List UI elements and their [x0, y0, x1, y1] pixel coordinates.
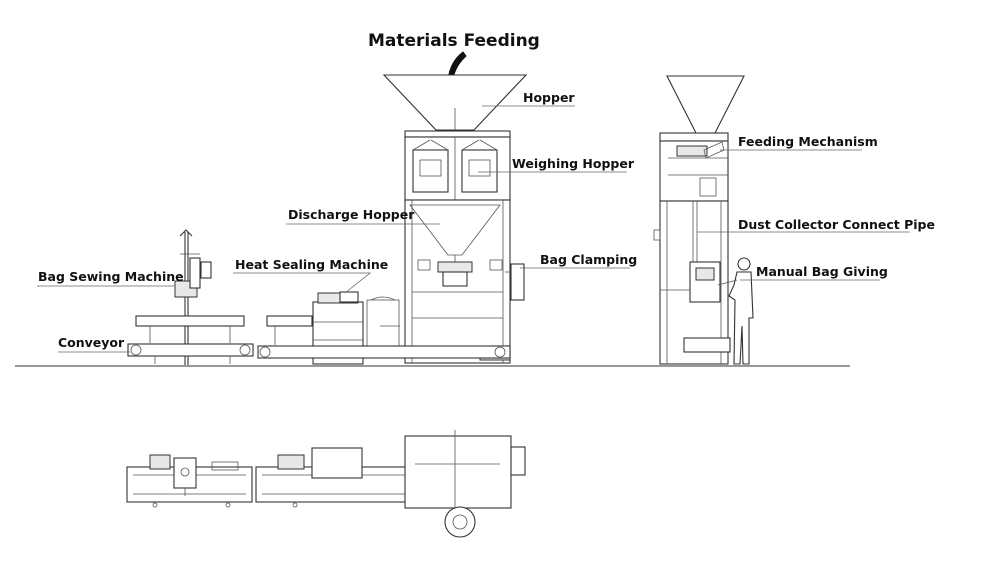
hopper-shape	[382, 74, 528, 131]
discharge-hopper-shape	[409, 204, 501, 256]
side-hopper-shape	[666, 75, 745, 134]
diagram-title: Materials Feeding	[368, 31, 540, 51]
label-discharge-hopper: Discharge Hopper	[288, 207, 415, 222]
label-manual-bag-giving: Manual Bag Giving	[756, 264, 888, 279]
weighing-hopper-shape	[412, 139, 498, 193]
plan-view	[126, 430, 526, 538]
label-weighing-hopper: Weighing Hopper	[512, 156, 635, 171]
operator-figure	[717, 257, 754, 365]
label-bag-sewing-machine: Bag Sewing Machine	[38, 269, 184, 284]
label-conveyor: Conveyor	[58, 335, 125, 350]
bag-clamping-shape	[417, 259, 525, 301]
conveyor-right	[257, 315, 511, 359]
label-hopper: Hopper	[523, 90, 575, 105]
conveyor-left	[127, 315, 254, 364]
bag-sewing-machine-shape	[174, 229, 212, 365]
label-bag-clamping: Bag Clamping	[540, 252, 637, 267]
label-heat-sealing-machine: Heat Sealing Machine	[235, 257, 388, 272]
main-frame	[404, 130, 511, 138]
label-feeding-mechanism: Feeding Mechanism	[738, 134, 878, 149]
side-elevation	[653, 75, 910, 365]
front-elevation	[15, 51, 850, 367]
label-dust-collector-connect-pipe: Dust Collector Connect Pipe	[738, 217, 935, 232]
